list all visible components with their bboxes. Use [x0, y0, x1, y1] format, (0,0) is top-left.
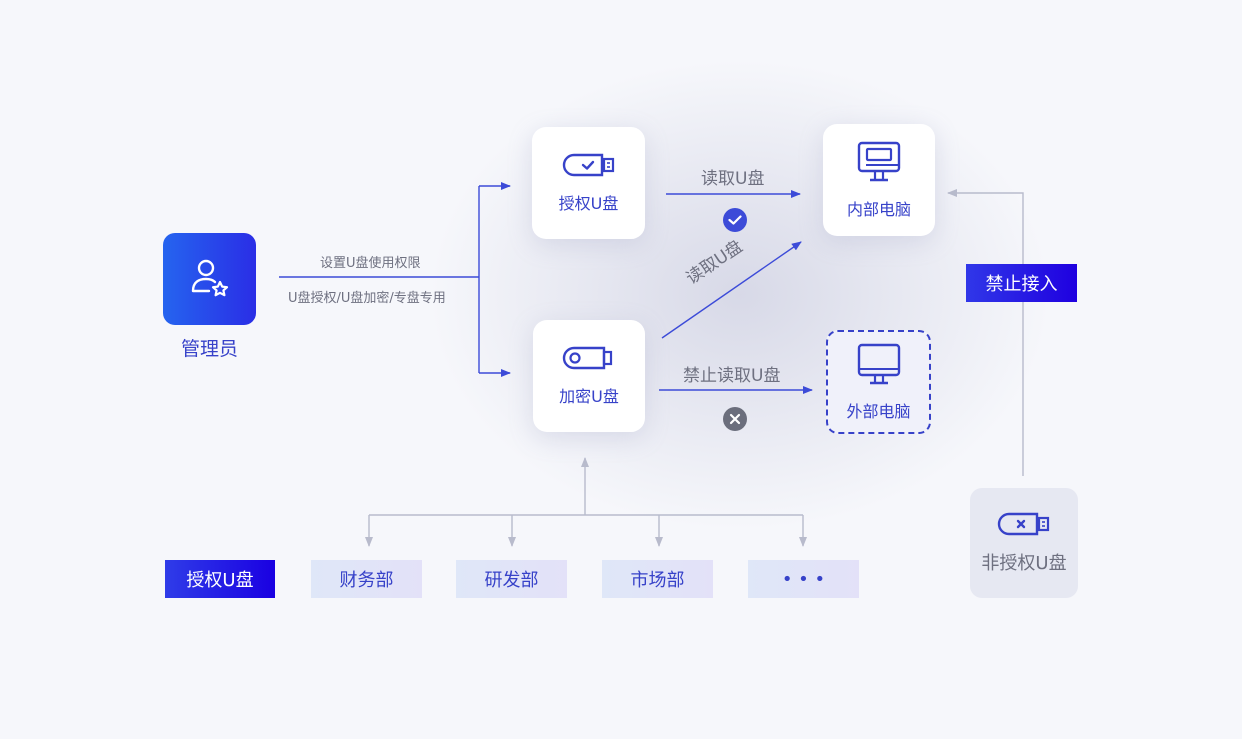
usb-x-icon	[997, 512, 1050, 536]
encrypted-usb-node[interactable]: 加密U盘	[533, 320, 645, 432]
legend-authorized-usb-tag: 授权U盘	[165, 560, 275, 598]
authorized-usb-label: 授权U盘	[558, 194, 619, 213]
internal-pc-node[interactable]: 内部电脑	[823, 124, 935, 236]
admin-label: 管理员	[180, 338, 238, 360]
edge-enc-to-internal	[661, 241, 802, 339]
policy-note-line2: U盘授权/U盘加密/专盘专用	[288, 291, 446, 306]
edge-label-enc-to-external: 禁止读取U盘	[683, 366, 781, 386]
deny-access-badge: 禁止接入	[966, 264, 1077, 302]
edge-unauth-to-internal	[947, 189, 1024, 476]
policy-note-line1: 设置U盘使用权限	[320, 256, 421, 271]
x-circle-icon	[723, 407, 747, 431]
encrypted-usb-label: 加密U盘	[559, 387, 619, 406]
authorized-usb-node[interactable]: 授权U盘	[532, 127, 645, 239]
external-pc-label: 外部电脑	[846, 402, 911, 421]
monitor-icon	[857, 141, 901, 182]
user-star-icon	[191, 259, 228, 297]
admin-node[interactable]	[163, 233, 256, 325]
internal-pc-label: 内部电脑	[846, 200, 911, 219]
usb-check-icon	[562, 153, 614, 177]
check-circle-icon	[723, 208, 747, 232]
monitor-icon	[857, 343, 900, 385]
unauthorized-usb-node[interactable]: 非授权U盘	[970, 488, 1078, 598]
department-tag[interactable]: 财务部	[311, 560, 422, 598]
unauthorized-usb-label: 非授权U盘	[981, 553, 1067, 574]
usb-lock-icon	[562, 346, 613, 370]
department-tag[interactable]: 市场部	[602, 560, 713, 598]
external-pc-node[interactable]: 外部电脑	[826, 330, 931, 434]
edge-label-auth-to-internal: 读取U盘	[701, 169, 765, 189]
department-tag-more[interactable]: • • •	[748, 560, 859, 598]
department-tag[interactable]: 研发部	[456, 560, 567, 598]
